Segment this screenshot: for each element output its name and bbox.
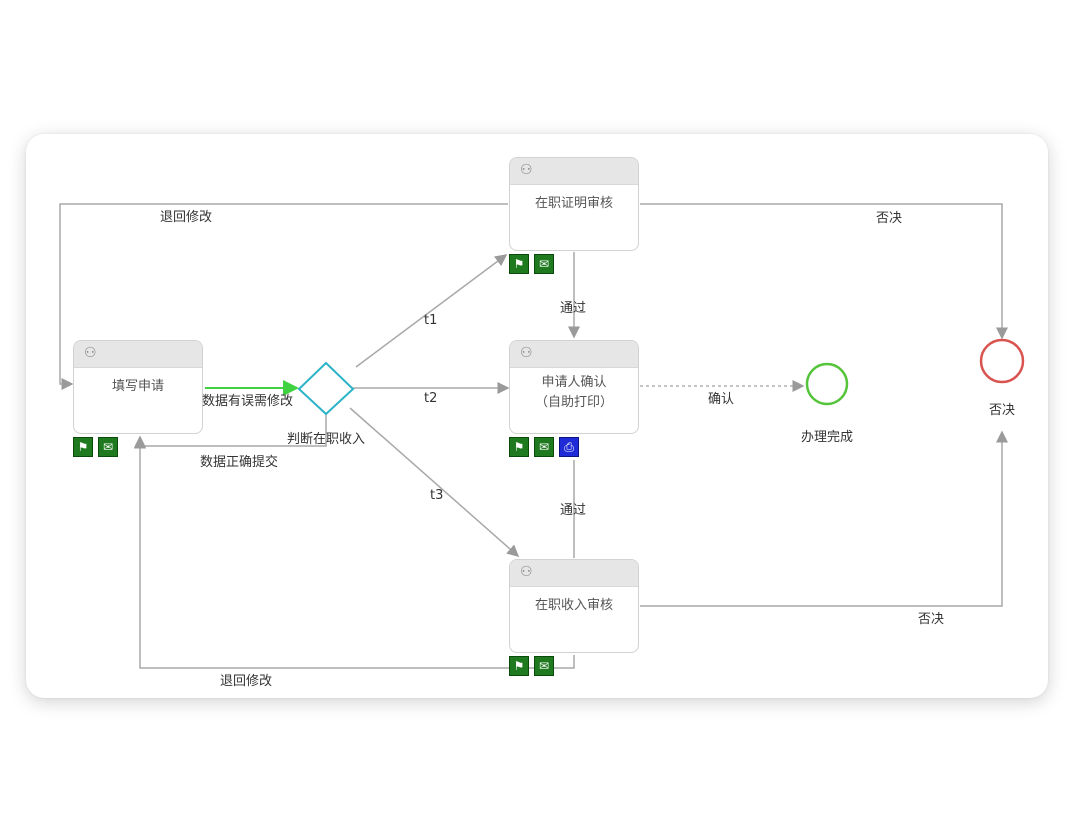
user-task-icon: ⚇ [84, 345, 97, 361]
task-label: 申请人确认 （自助打印） [510, 373, 638, 413]
user-task-icon: ⚇ [520, 564, 533, 580]
exclusive-gateway[interactable] [297, 361, 355, 416]
task-label: 在职收入审核 [534, 598, 613, 613]
flow-label-t3: t3 [430, 488, 444, 503]
user-task-icon: ⚇ [520, 162, 533, 178]
flag-badge-icon[interactable]: ⚑ [73, 437, 93, 457]
end-complete-label: 办理完成 [800, 430, 854, 445]
mail-badge-icon[interactable]: ✉ [98, 437, 118, 457]
end-event-complete[interactable] [805, 362, 849, 406]
task-income-review[interactable]: ⚇ 在职收入审核 [509, 559, 639, 653]
flow-reject-bottom[interactable] [640, 430, 1008, 607]
flow-label-pass-lower: 通过 [560, 503, 587, 518]
flow-label-reject-bottom: 否决 [918, 612, 945, 627]
flow-label-data-error-modify: 数据有误需修改 [202, 394, 294, 409]
flag-badge-icon[interactable]: ⚑ [509, 437, 529, 457]
task-label: 填写申请 [111, 379, 164, 394]
task-fill-application[interactable]: ⚇ 填写申请 [73, 340, 203, 434]
flow-label-data-correct-submit: 数据正确提交 [200, 455, 279, 470]
flow-label-t2: t2 [424, 391, 438, 406]
flow-t3[interactable] [349, 407, 520, 557]
flow-return-modify-top[interactable] [59, 203, 508, 390]
end-event-reject[interactable] [979, 338, 1025, 384]
mail-badge-icon[interactable]: ✉ [534, 437, 554, 457]
flow-t1[interactable] [355, 254, 508, 368]
flag-badge-icon[interactable]: ⚑ [509, 656, 529, 676]
flow-label-return-modify-bottom: 退回修改 [220, 674, 273, 689]
print-badge-icon[interactable]: ⎙ [559, 437, 579, 457]
flow-label-confirm: 确认 [708, 392, 735, 407]
user-task-icon: ⚇ [520, 345, 533, 361]
flag-badge-icon[interactable]: ⚑ [509, 254, 529, 274]
task-applicant-confirm[interactable]: ⚇ 申请人确认 （自助打印） [509, 340, 639, 434]
flow-label-reject-top: 否决 [876, 211, 903, 226]
flow-label-t1: t1 [424, 313, 438, 328]
task-label-line1: 申请人确认 [541, 375, 607, 390]
gateway-label: 判断在职收入 [286, 432, 366, 447]
flow-label-return-modify-top: 退回修改 [160, 210, 213, 225]
task-label: 在职证明审核 [534, 196, 613, 211]
flow-reject-top[interactable] [640, 203, 1008, 340]
task-label-line2: （自助打印） [534, 395, 613, 410]
mail-badge-icon[interactable]: ✉ [534, 656, 554, 676]
end-reject-label: 否决 [988, 403, 1016, 418]
flow-return-modify-bottom[interactable] [134, 436, 575, 669]
flow-label-pass-upper: 通过 [560, 301, 587, 316]
task-employment-cert-review[interactable]: ⚇ 在职证明审核 [509, 157, 639, 251]
mail-badge-icon[interactable]: ✉ [534, 254, 554, 274]
